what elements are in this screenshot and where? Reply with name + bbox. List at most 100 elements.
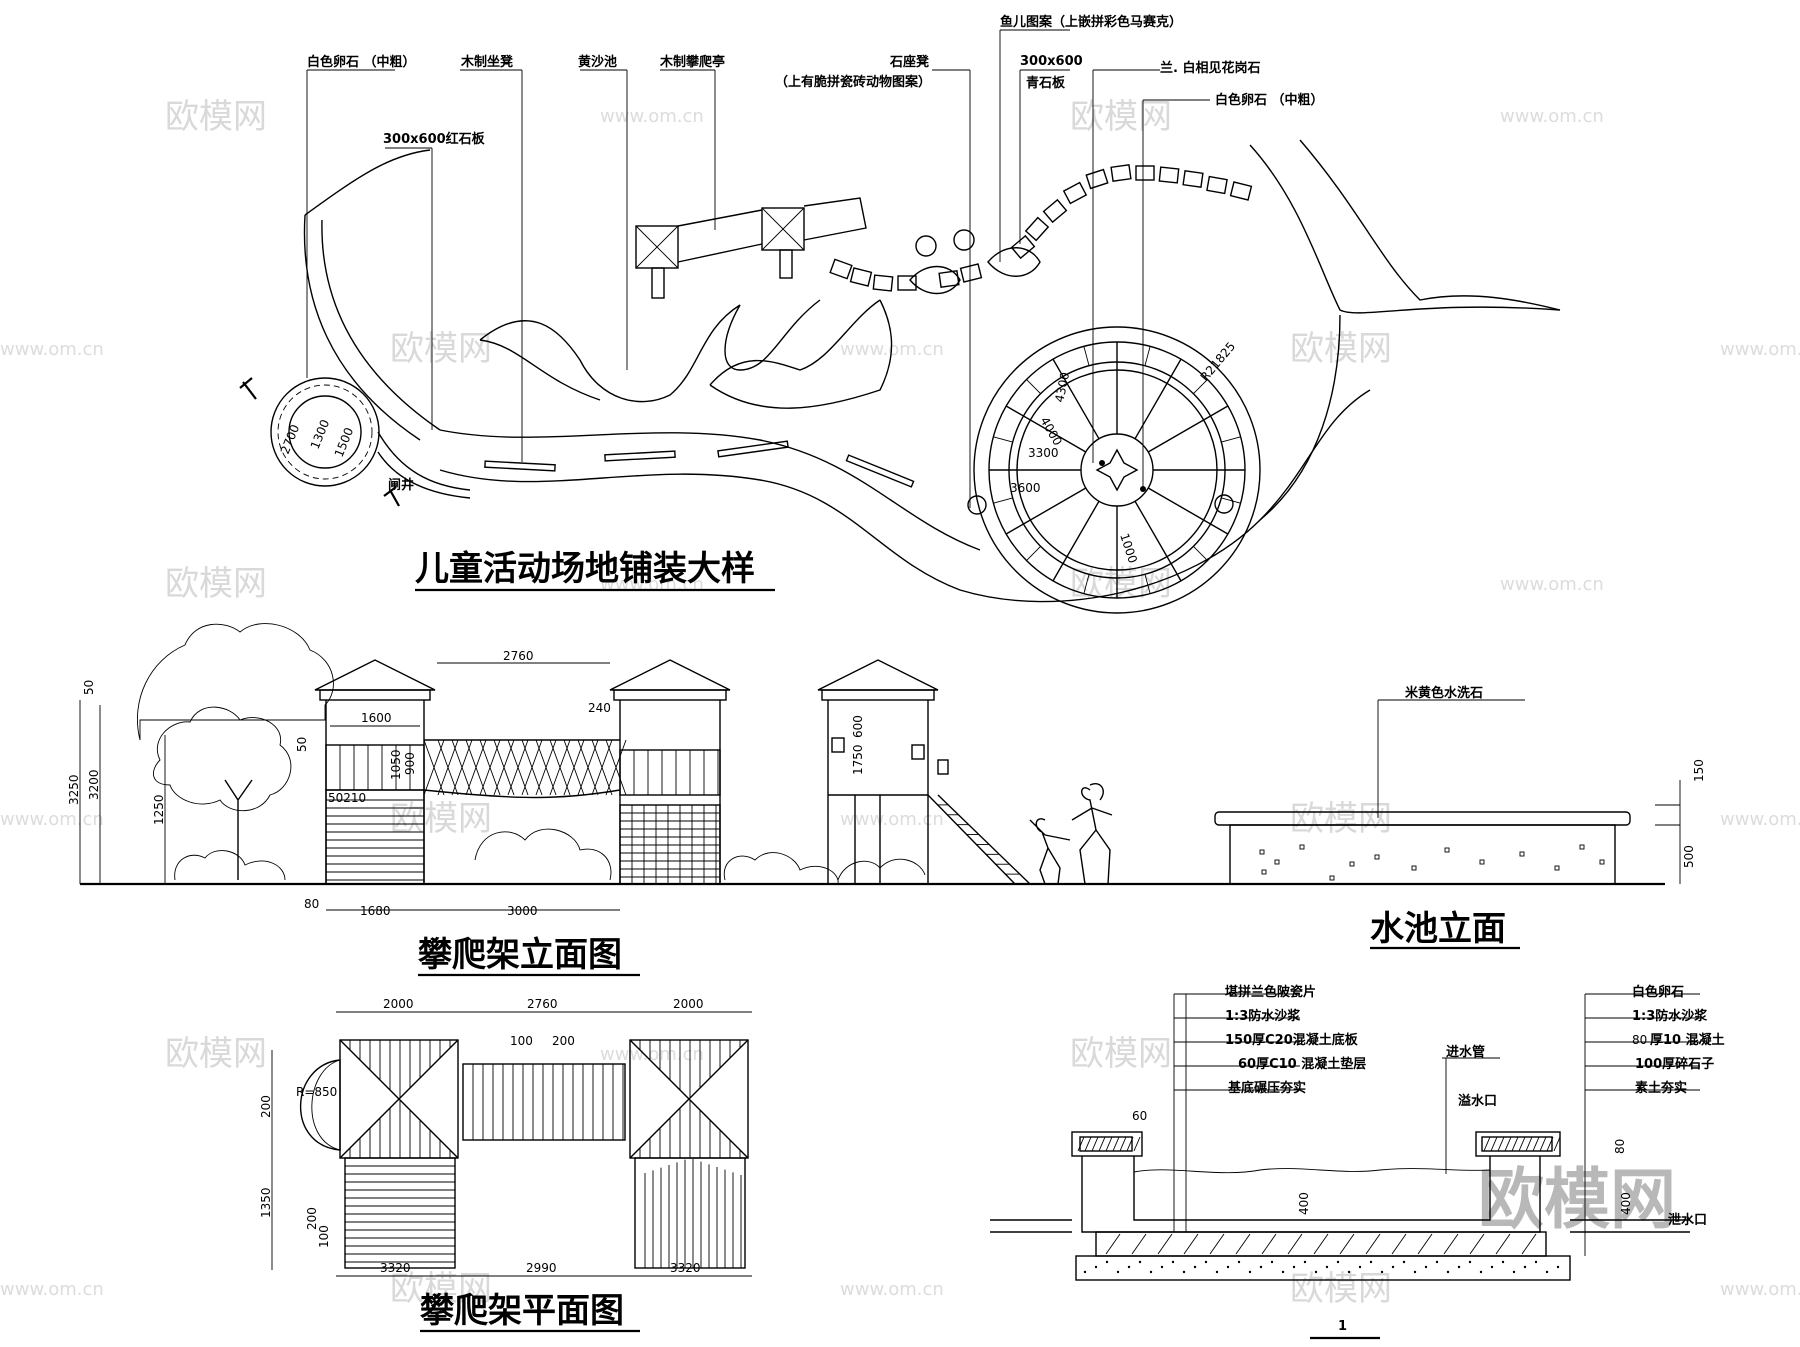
hatch-line xyxy=(1134,358,1182,440)
watermark-brand: 欧模网 xyxy=(165,1034,267,1074)
hatch-line xyxy=(1052,500,1100,582)
label-outlet: 泄水口 xyxy=(1668,1212,1707,1228)
label-fish-pattern: 鱼儿图案（上嵌拼彩色马赛克） xyxy=(1000,14,1182,30)
dim-1300: 1300 xyxy=(308,418,332,452)
dim-1600: 1600 xyxy=(361,711,392,725)
hatch-line xyxy=(1511,1136,1519,1152)
cross-line xyxy=(761,207,805,251)
dim-1350: 1350 xyxy=(259,1187,273,1218)
watermark-url: www.om.cn xyxy=(1720,1279,1800,1300)
shrub xyxy=(174,850,286,881)
hatch-line xyxy=(1391,1233,1407,1255)
dim-3320b: 3320 xyxy=(670,1261,701,1275)
gravel-dot xyxy=(1193,1265,1197,1269)
hatch-line xyxy=(1313,1233,1329,1255)
gravel-dot xyxy=(1171,1260,1175,1264)
watermark-url: www.om.cn xyxy=(1500,574,1604,595)
dim-600: 600 xyxy=(851,715,865,738)
stone-speck xyxy=(1349,861,1355,867)
hatch-line xyxy=(1221,497,1241,504)
hatch-line xyxy=(1417,1233,1433,1255)
label-sec-r3: 厚10 混凝土 xyxy=(1650,1032,1725,1048)
stone-speck xyxy=(1261,869,1267,875)
dim-r850: R=850 xyxy=(296,1085,337,1099)
hatch-line xyxy=(1495,1233,1511,1255)
watermark-brand: 欧模网 xyxy=(1070,1034,1172,1074)
hatch-line xyxy=(465,739,487,796)
hatch-line xyxy=(1133,1136,1141,1152)
coping-inner xyxy=(1481,1136,1553,1152)
hatch-line xyxy=(1521,1233,1537,1255)
dim-200b: 200 xyxy=(305,1207,319,1230)
gravel-dot xyxy=(1457,1265,1461,1269)
dim-400b: 400 xyxy=(1619,1192,1633,1215)
stone-seat-row xyxy=(829,164,1253,292)
dim-2760: 2760 xyxy=(503,649,534,663)
stone-speck xyxy=(1479,859,1485,865)
dim-80s: 80 xyxy=(1613,1139,1627,1154)
gravel-dot xyxy=(1512,1270,1516,1274)
section-cut-mark xyxy=(389,489,400,507)
hatch-line xyxy=(423,739,445,796)
hatch-line xyxy=(1083,346,1090,366)
hatch-line xyxy=(1077,1136,1085,1152)
hatch-line xyxy=(1209,1233,1225,1255)
pebble-ring xyxy=(277,384,373,480)
tree-canopy xyxy=(136,623,334,741)
climb-net-plan xyxy=(634,1157,746,1269)
dim-100: 100 xyxy=(510,1034,533,1048)
stone-speck xyxy=(1329,875,1335,881)
gravel-dot xyxy=(1314,1270,1318,1274)
dim-4300: 4300 xyxy=(1052,371,1072,404)
watermark-layer: 欧模网 欧模网 欧模网 欧模网 欧模网 欧模网 欧模网 欧模网 欧模网 欧模网 … xyxy=(0,97,1800,1309)
hatch-line xyxy=(1546,1136,1554,1152)
pool-elevation: 米黄色水洗石 150 500 水池立面 xyxy=(1214,685,1706,950)
stone-speck xyxy=(1411,865,1417,871)
pool-coping xyxy=(1214,811,1631,826)
label-blue-size: 300x600 xyxy=(1020,54,1083,69)
dim-3000: 3000 xyxy=(507,904,538,918)
hatch-line xyxy=(1469,1233,1485,1255)
hatch-line xyxy=(1126,1136,1134,1152)
watermark-brand: 欧模网 xyxy=(165,564,267,604)
hatch-line xyxy=(1105,1233,1121,1255)
stone-speck xyxy=(1519,851,1525,857)
watermark-brand: 欧模网 xyxy=(390,799,492,839)
title-pool-elevation: 水池立面 xyxy=(1370,909,1506,949)
stone-speck xyxy=(1599,859,1605,865)
label-red-slab: 300x600红石板 xyxy=(383,131,486,147)
plan-boundary xyxy=(321,219,441,431)
hatch-line xyxy=(1261,1233,1277,1255)
fish-pattern xyxy=(987,247,1041,277)
watermark-url: www.om.cn xyxy=(0,339,104,360)
gravel-dot xyxy=(1281,1270,1285,1274)
roof-beam xyxy=(613,689,727,701)
stair-plan xyxy=(344,1157,456,1269)
playground-paving-plan: 2700 1300 1500 闸井 xyxy=(239,14,1561,614)
tree-trunk xyxy=(224,779,253,880)
title-climb-elevation: 攀爬架立面图 xyxy=(418,935,622,975)
watermark-brand: 欧模网 xyxy=(1290,1269,1392,1309)
gravel-dot xyxy=(1149,1270,1153,1274)
hatch-line xyxy=(1221,436,1241,443)
hatch-line xyxy=(1532,1136,1540,1152)
watermark-url: www.om.cn xyxy=(840,809,944,830)
label-sec-r1: 白色卵石 xyxy=(1632,984,1684,1000)
washed-stone-texture xyxy=(1259,844,1605,881)
hatch-line xyxy=(1525,1136,1533,1152)
hatch-line xyxy=(1365,1233,1381,1255)
gravel-dot xyxy=(1204,1260,1208,1264)
hatch-line xyxy=(1235,1233,1251,1255)
red-slab-strip xyxy=(377,451,471,499)
climb-pavilion-bridge xyxy=(677,197,867,263)
hatch-line xyxy=(1131,1233,1147,1255)
left-coping xyxy=(1071,1131,1143,1157)
label-stone-seat-note: （上有脆拼瓷砖动物图案） xyxy=(775,74,931,90)
child-figure xyxy=(1071,787,1113,885)
hatch-line xyxy=(1518,1136,1526,1152)
hatch-line xyxy=(1339,1233,1355,1255)
wood-bench xyxy=(845,454,915,488)
dim-2760p: 2760 xyxy=(527,997,558,1011)
watermark-brand: 欧模网 xyxy=(1290,799,1392,839)
